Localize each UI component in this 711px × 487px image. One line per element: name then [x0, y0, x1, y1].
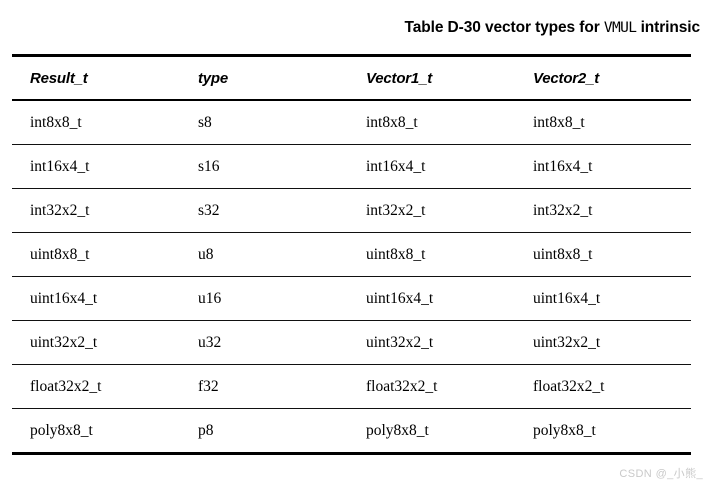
cell-vector1-t: int32x2_t [366, 201, 426, 219]
table-body: int8x8_t s8 int8x8_t int8x8_t int16x4_t … [12, 100, 691, 454]
table-row: float32x2_t f32 float32x2_t float32x2_t [12, 365, 691, 409]
cell-vector2-t: uint32x2_t [533, 333, 601, 351]
column-header-vector1-t: Vector1_t [366, 70, 433, 87]
cell-vector1-t: uint8x8_t [366, 245, 426, 263]
cell-vector1-t: uint32x2_t [366, 333, 434, 351]
table-row: uint16x4_t u16 uint16x4_t uint16x4_t [12, 277, 691, 321]
cell-type: u16 [198, 289, 222, 307]
cell-result-t: int16x4_t [30, 157, 90, 175]
cell-type: s16 [198, 157, 220, 175]
cell-result-t: uint32x2_t [30, 333, 98, 351]
cell-type: f32 [198, 377, 219, 395]
table-row: poly8x8_t p8 poly8x8_t poly8x8_t [12, 409, 691, 454]
cell-result-t: int32x2_t [30, 201, 90, 219]
column-header-result-t: Result_t [30, 70, 88, 87]
cell-vector2-t: poly8x8_t [533, 421, 596, 439]
column-header-type: type [198, 70, 229, 87]
caption-suffix: intrinsic [636, 19, 701, 36]
cell-vector2-t: float32x2_t [533, 377, 605, 395]
table-row: int16x4_t s16 int16x4_t int16x4_t [12, 145, 691, 189]
cell-vector2-t: int32x2_t [533, 201, 593, 219]
cell-type: u8 [198, 245, 214, 263]
vector-types-table: Result_t type Vector1_t Vector2_t int8x8… [12, 54, 691, 455]
table-caption: Table D-30 vector types for VMUL intrins… [0, 18, 701, 38]
table-row: uint32x2_t u32 uint32x2_t uint32x2_t [12, 321, 691, 365]
column-header-vector2-t: Vector2_t [533, 70, 600, 87]
cell-vector1-t: uint16x4_t [366, 289, 434, 307]
cell-result-t: uint16x4_t [30, 289, 98, 307]
table-row: int32x2_t s32 int32x2_t int32x2_t [12, 189, 691, 233]
watermark: CSDN @_小熊_ [619, 468, 703, 480]
table-header: Result_t type Vector1_t Vector2_t [12, 55, 691, 100]
cell-vector2-t: int16x4_t [533, 157, 593, 175]
cell-type: p8 [198, 421, 214, 439]
cell-type: u32 [198, 333, 222, 351]
cell-vector2-t: uint8x8_t [533, 245, 593, 263]
vector-types-table-container: Result_t type Vector1_t Vector2_t int8x8… [12, 54, 691, 455]
cell-result-t: uint8x8_t [30, 245, 90, 263]
caption-intrinsic-name: VMUL [603, 20, 637, 36]
cell-vector1-t: int8x8_t [366, 113, 418, 131]
table-header-row: Result_t type Vector1_t Vector2_t [12, 55, 691, 100]
table-row: int8x8_t s8 int8x8_t int8x8_t [12, 100, 691, 145]
cell-vector1-t: int16x4_t [366, 157, 426, 175]
cell-vector1-t: poly8x8_t [366, 421, 429, 439]
cell-vector2-t: int8x8_t [533, 113, 585, 131]
cell-result-t: int8x8_t [30, 113, 82, 131]
cell-result-t: float32x2_t [30, 377, 102, 395]
cell-vector2-t: uint16x4_t [533, 289, 601, 307]
cell-type: s32 [198, 201, 220, 219]
caption-prefix: Table D-30 vector types for [404, 19, 604, 36]
cell-vector1-t: float32x2_t [366, 377, 438, 395]
cell-type: s8 [198, 113, 212, 131]
cell-result-t: poly8x8_t [30, 421, 93, 439]
table-row: uint8x8_t u8 uint8x8_t uint8x8_t [12, 233, 691, 277]
